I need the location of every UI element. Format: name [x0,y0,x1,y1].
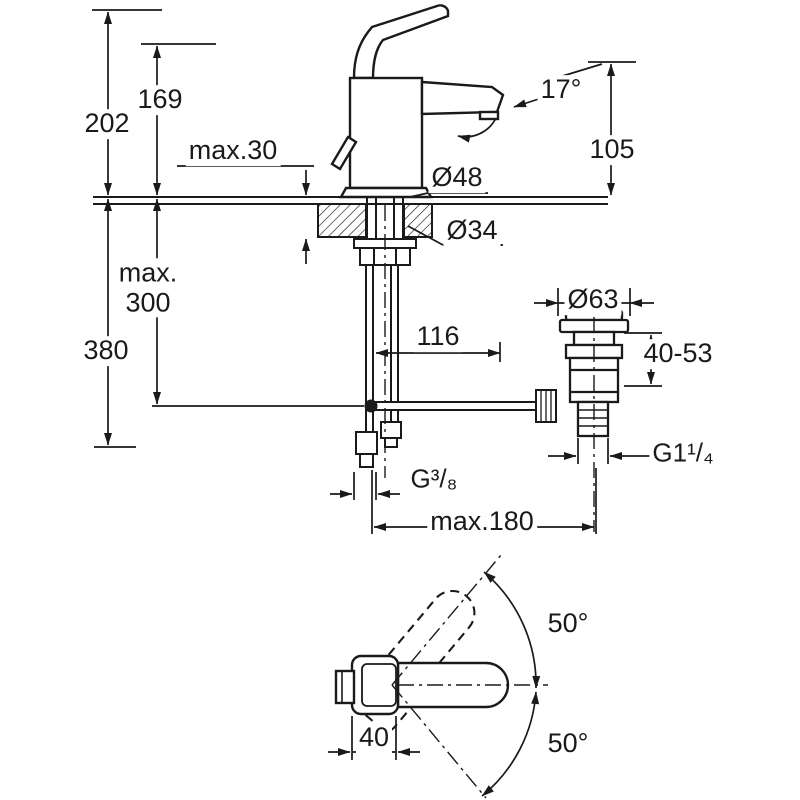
faucet-front-view [330,4,505,199]
dim-swing-upper: 50° [544,608,592,639]
dim-supply-thread: G³/₈ [407,465,461,494]
dim-max-hose-depth-value: 300 [125,287,171,317]
dim-max-word: max. [118,257,178,288]
dim-swing-lower: 50° [544,728,592,759]
dim-max-deck-thickness: max.30 [185,135,281,166]
pop-up-knob [330,135,358,171]
dim-total-height: 380 [80,335,132,366]
dim-overall-height: 202 [81,108,133,139]
faucet-base [338,186,434,199]
dim-base-diameter: Ø48 [428,162,486,193]
supply-hoses [355,265,402,468]
faucet-body [348,76,424,190]
spout [420,80,505,116]
dim-waste-thread: G1¹/₄ [649,439,717,468]
dim-max-rod-reach: max.180 [427,506,537,537]
dim-handle-width: 40 [355,722,393,753]
pop-up-rod [152,389,557,423]
dim-waste-adjustment: 40-53 [640,338,716,369]
lever-handle [352,4,450,80]
dim-hole-diameter: Ø34 [443,215,501,246]
dim-spout-top-height: 169 [134,84,186,115]
rotation-arcs [481,571,541,797]
hose-connector [355,431,378,455]
dim-spout-reach: 116 [413,321,463,352]
dim-outlet-height: 105 [586,134,638,165]
dim-max-hose-depth: max. 300 [115,257,181,318]
mounting-deck [93,196,608,238]
rod-ball-joint [364,399,378,413]
aerator [478,110,500,121]
dim-spout-angle: 17° [537,74,585,105]
dim-waste-flange-diameter: Ø63 [564,284,622,315]
spout-stub [334,669,356,705]
waste-tailpiece [576,400,610,438]
center-lines [384,205,595,799]
